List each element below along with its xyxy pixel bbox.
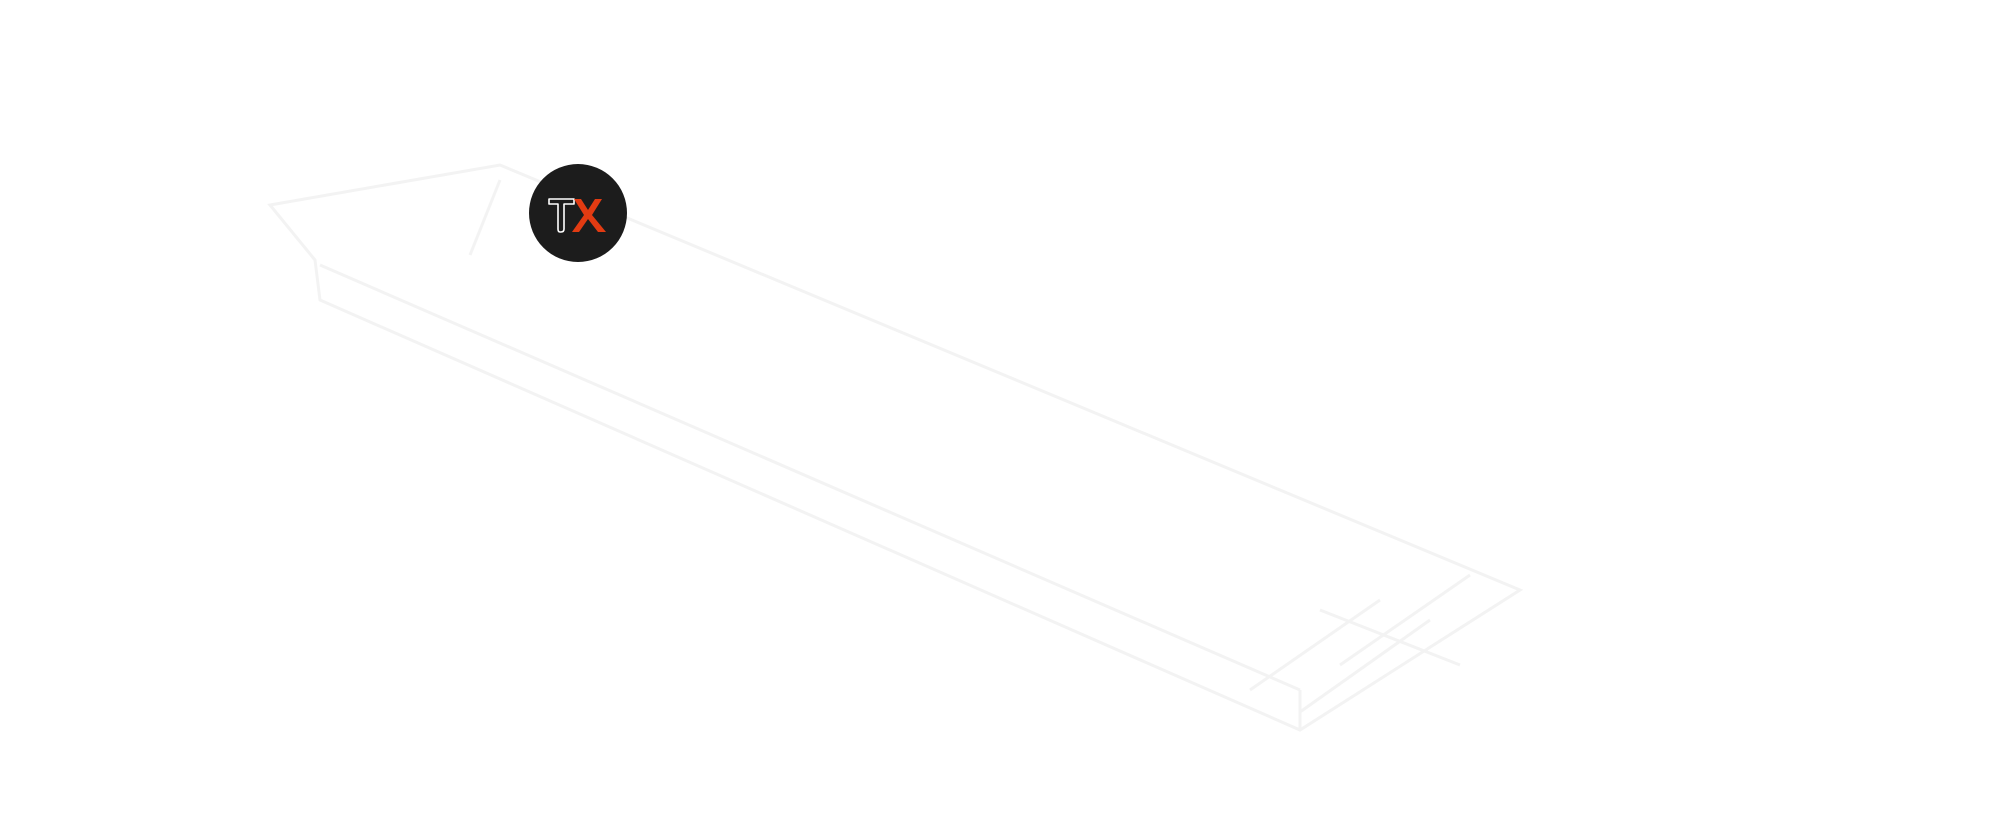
tx-monogram-icon xyxy=(548,198,606,233)
tx-logo-badge[interactable] xyxy=(529,164,627,262)
